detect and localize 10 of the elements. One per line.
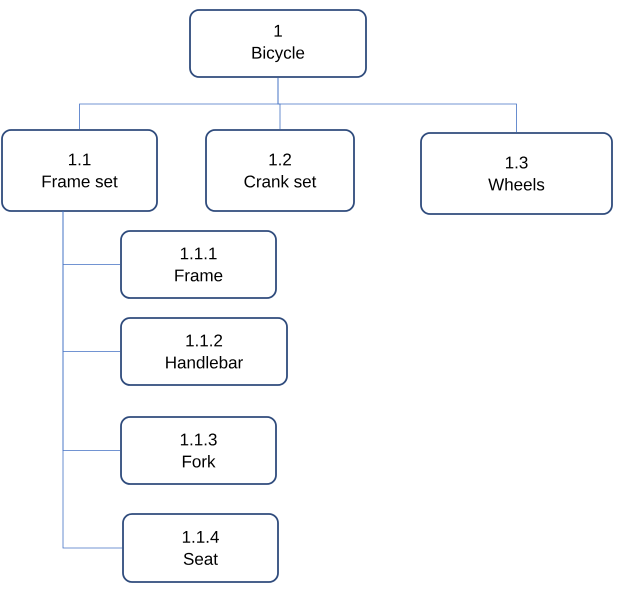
connector-line — [278, 78, 517, 132]
wbs-box: 1.1.3 Fork — [120, 416, 277, 485]
wbs-box: 1.1.2 Handlebar — [120, 317, 288, 386]
connector-line — [62, 210, 122, 548]
wbs-box: 1 Bicycle — [189, 9, 367, 78]
wbs-box: 1.1 Frame set — [1, 129, 158, 212]
wbs-box: 1.3 Wheels — [420, 132, 613, 215]
wbs-box: 1.1.4 Seat — [122, 513, 279, 583]
wbs-box: 1.2 Crank set — [205, 129, 355, 212]
wbs-box: 1.1.1 Frame — [120, 230, 277, 299]
